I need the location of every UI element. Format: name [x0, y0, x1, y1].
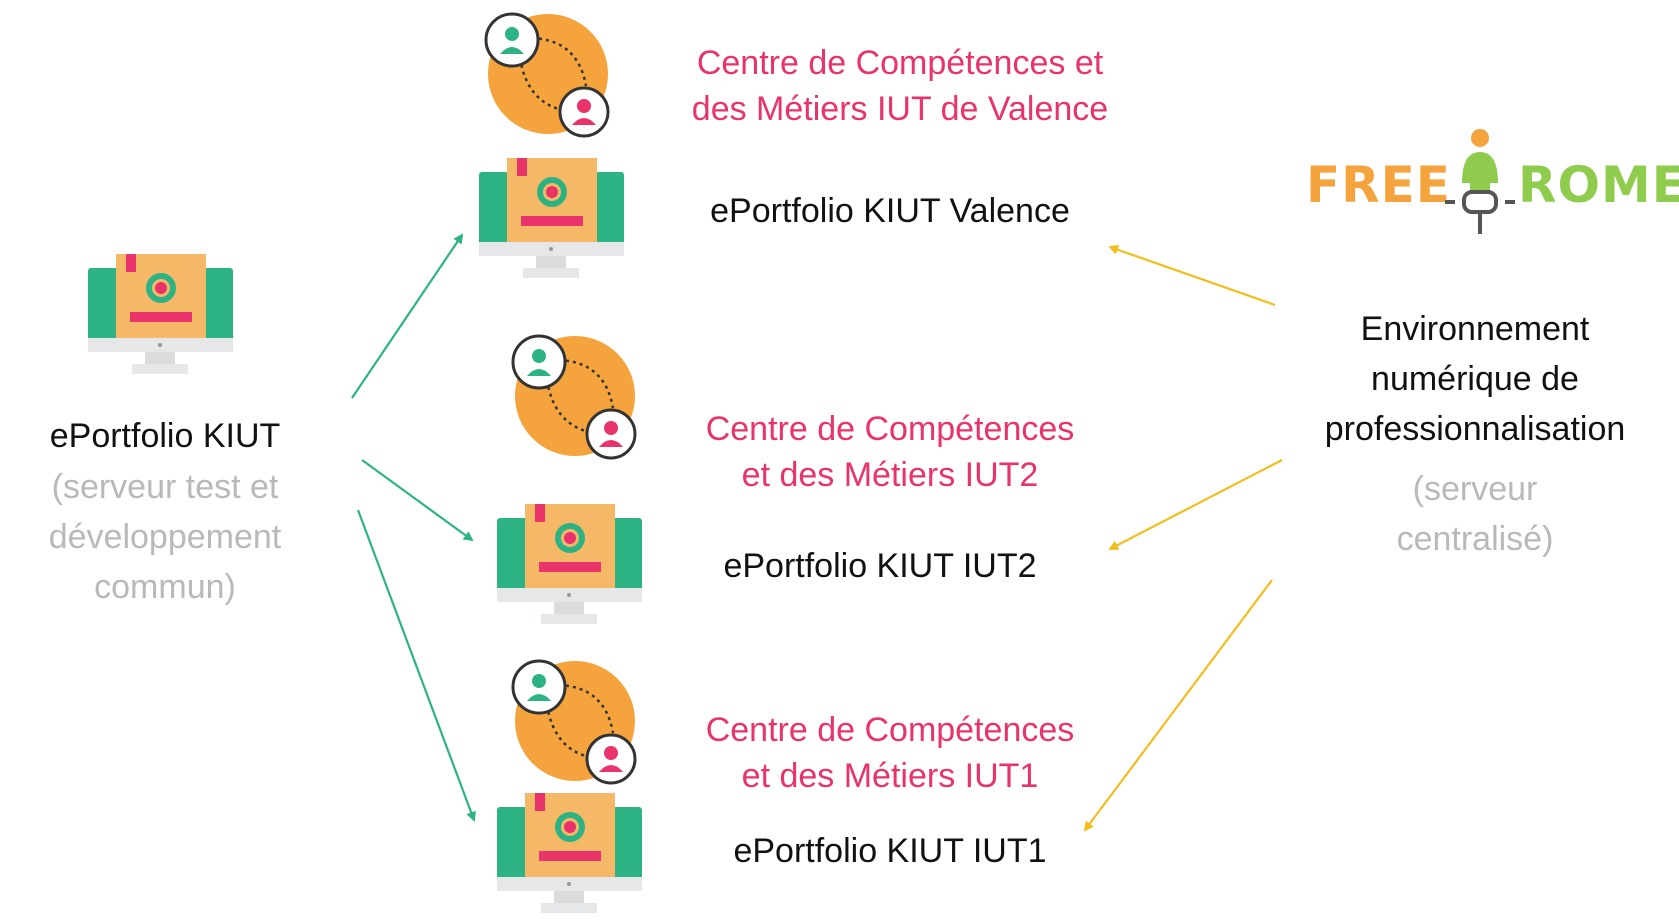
left-node-title: ePortfolio KIUT: [49, 417, 281, 455]
left-subtitle-line: développement: [48, 518, 282, 556]
arrow-to-iut2: [361, 459, 474, 542]
centre-line: Centre de Compétences et: [696, 44, 1104, 82]
centre-line: et des Métiers IUT2: [741, 456, 1039, 494]
logo-text-rome: ROME: [1518, 156, 1679, 214]
freerome-logo: FREE ROME: [1300, 128, 1679, 248]
right-subtitle-line: (serveur: [1412, 470, 1538, 508]
portfolio-label-valence: ePortfolio KIUT Valence: [710, 192, 1070, 230]
arrow-from-freerome-valence: [1108, 244, 1276, 307]
right-subtitle-line: centralisé): [1396, 520, 1554, 558]
portfolio-label-iut2: ePortfolio KIUT IUT2: [723, 547, 1037, 585]
centre-label-valence: Centre de Compétences et des Métiers IUT…: [660, 40, 1140, 132]
centre-line: Centre de Compétences: [705, 711, 1075, 749]
arrow-to-valence: [351, 233, 464, 399]
left-subtitle-line: (serveur test et: [51, 468, 279, 506]
gears-icon-iut2: [505, 330, 640, 460]
centre-line: et des Métiers IUT1: [741, 757, 1039, 795]
right-node-title: Environnement numérique de professionnal…: [1280, 306, 1670, 452]
centre-label-iut2: Centre de Compétences et des Métiers IUT…: [660, 406, 1120, 498]
right-node-subtitle: (serveur centralisé): [1300, 466, 1650, 562]
right-title-line: professionnalisation: [1324, 410, 1626, 448]
centre-label-iut1: Centre de Compétences et des Métiers IUT…: [660, 707, 1120, 799]
centre-line: des Métiers IUT de Valence: [691, 90, 1109, 128]
freerome-figure-icon: [1445, 129, 1515, 234]
gears-icon-valence: [478, 8, 613, 138]
centre-line: Centre de Compétences: [705, 410, 1075, 448]
arrow-from-freerome-iut1: [1083, 579, 1273, 832]
left-subtitle-line: commun): [94, 568, 236, 606]
arrow-to-iut1: [356, 509, 476, 822]
right-title-line: numérique de: [1371, 360, 1579, 398]
arrow-from-freerome-iut2: [1108, 459, 1283, 550]
monitor-icon-valence: [479, 154, 624, 284]
logo-text-free: FREE: [1306, 156, 1451, 214]
left-monitor-icon: [88, 250, 233, 380]
right-title-line: Environnement: [1360, 310, 1590, 348]
monitor-icon-iut2: [497, 500, 642, 630]
gears-icon-iut1: [505, 655, 640, 785]
monitor-icon-iut1: [497, 789, 642, 919]
left-node-subtitle: (serveur test et développement commun): [0, 464, 330, 610]
portfolio-label-iut1: ePortfolio KIUT IUT1: [733, 832, 1047, 870]
